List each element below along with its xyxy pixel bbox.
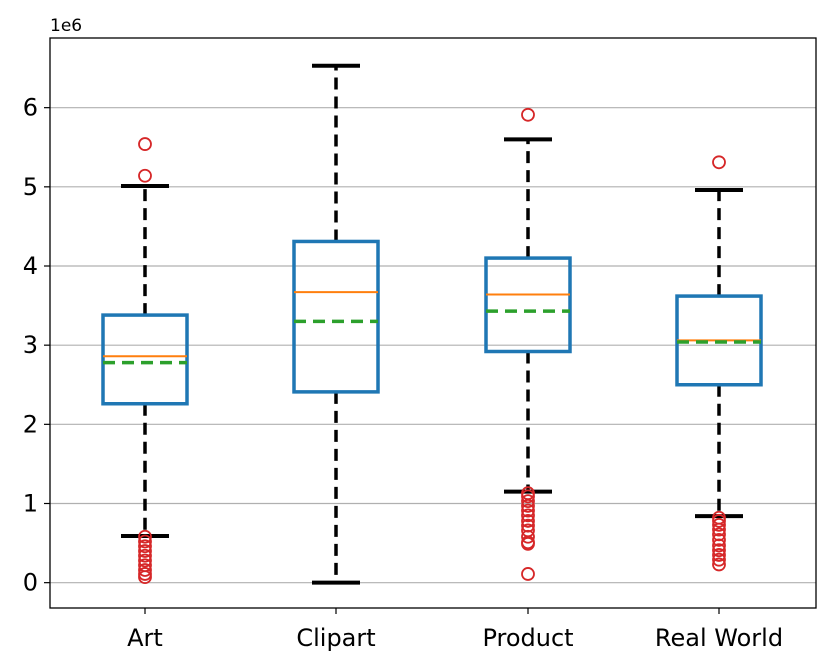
y-offset-label: 1e6 <box>50 16 82 36</box>
outlier-point <box>712 155 726 170</box>
outlier-point <box>521 508 535 523</box>
outlier-point <box>521 536 535 551</box>
outlier-point <box>138 534 152 549</box>
outlier-point <box>138 529 152 544</box>
outlier-point <box>521 529 535 544</box>
outlier-point <box>712 514 726 528</box>
outlier-point <box>712 533 726 547</box>
y-tick-label: 5 <box>23 173 38 201</box>
outlier-point <box>712 557 726 572</box>
outlier-point <box>712 548 726 562</box>
box-iqr <box>484 256 572 354</box>
outlier-point <box>521 518 535 533</box>
box-iqr <box>101 313 189 406</box>
outlier-point <box>712 552 726 567</box>
y-tick-label: 3 <box>23 331 38 359</box>
outlier-point <box>521 494 535 509</box>
outlier-point <box>138 570 152 585</box>
outlier-point <box>521 498 535 513</box>
y-tick-label: 1 <box>23 490 38 518</box>
outlier-point <box>521 107 535 122</box>
y-axis: 0 1 2 3 4 5 6 <box>23 94 50 597</box>
y-tick-label: 2 <box>23 410 38 438</box>
axes-frame <box>49 37 817 609</box>
x-tick-label: Art <box>127 624 163 652</box>
outlier-point <box>521 514 535 528</box>
outlier-point <box>138 563 152 577</box>
outlier-point <box>521 503 535 518</box>
outlier-point <box>712 527 726 542</box>
outlier-point <box>712 538 726 553</box>
x-tick-label: Product <box>482 624 573 652</box>
y-tick-label: 0 <box>23 569 38 597</box>
x-tick-label: Clipart <box>296 624 375 652</box>
outlier-point <box>138 137 152 151</box>
box-iqr <box>292 239 380 394</box>
y-tick-label: 6 <box>23 94 38 122</box>
outlier-point <box>712 522 726 537</box>
x-axis: Art Clipart Product Real World <box>127 608 783 652</box>
outlier-point <box>138 553 152 568</box>
outlier-point <box>521 567 535 581</box>
x-tick-label: Real World <box>655 624 783 652</box>
outlier-point <box>712 517 726 532</box>
outlier-point <box>712 543 726 558</box>
outlier-point <box>138 539 152 554</box>
outlier-point <box>138 168 152 183</box>
plot-area <box>101 63 763 585</box>
grid-lines <box>50 107 816 584</box>
outlier-point <box>138 548 152 563</box>
outlier-point <box>521 489 535 504</box>
y-tick-label: 4 <box>23 252 38 280</box>
outlier-point <box>138 544 152 558</box>
